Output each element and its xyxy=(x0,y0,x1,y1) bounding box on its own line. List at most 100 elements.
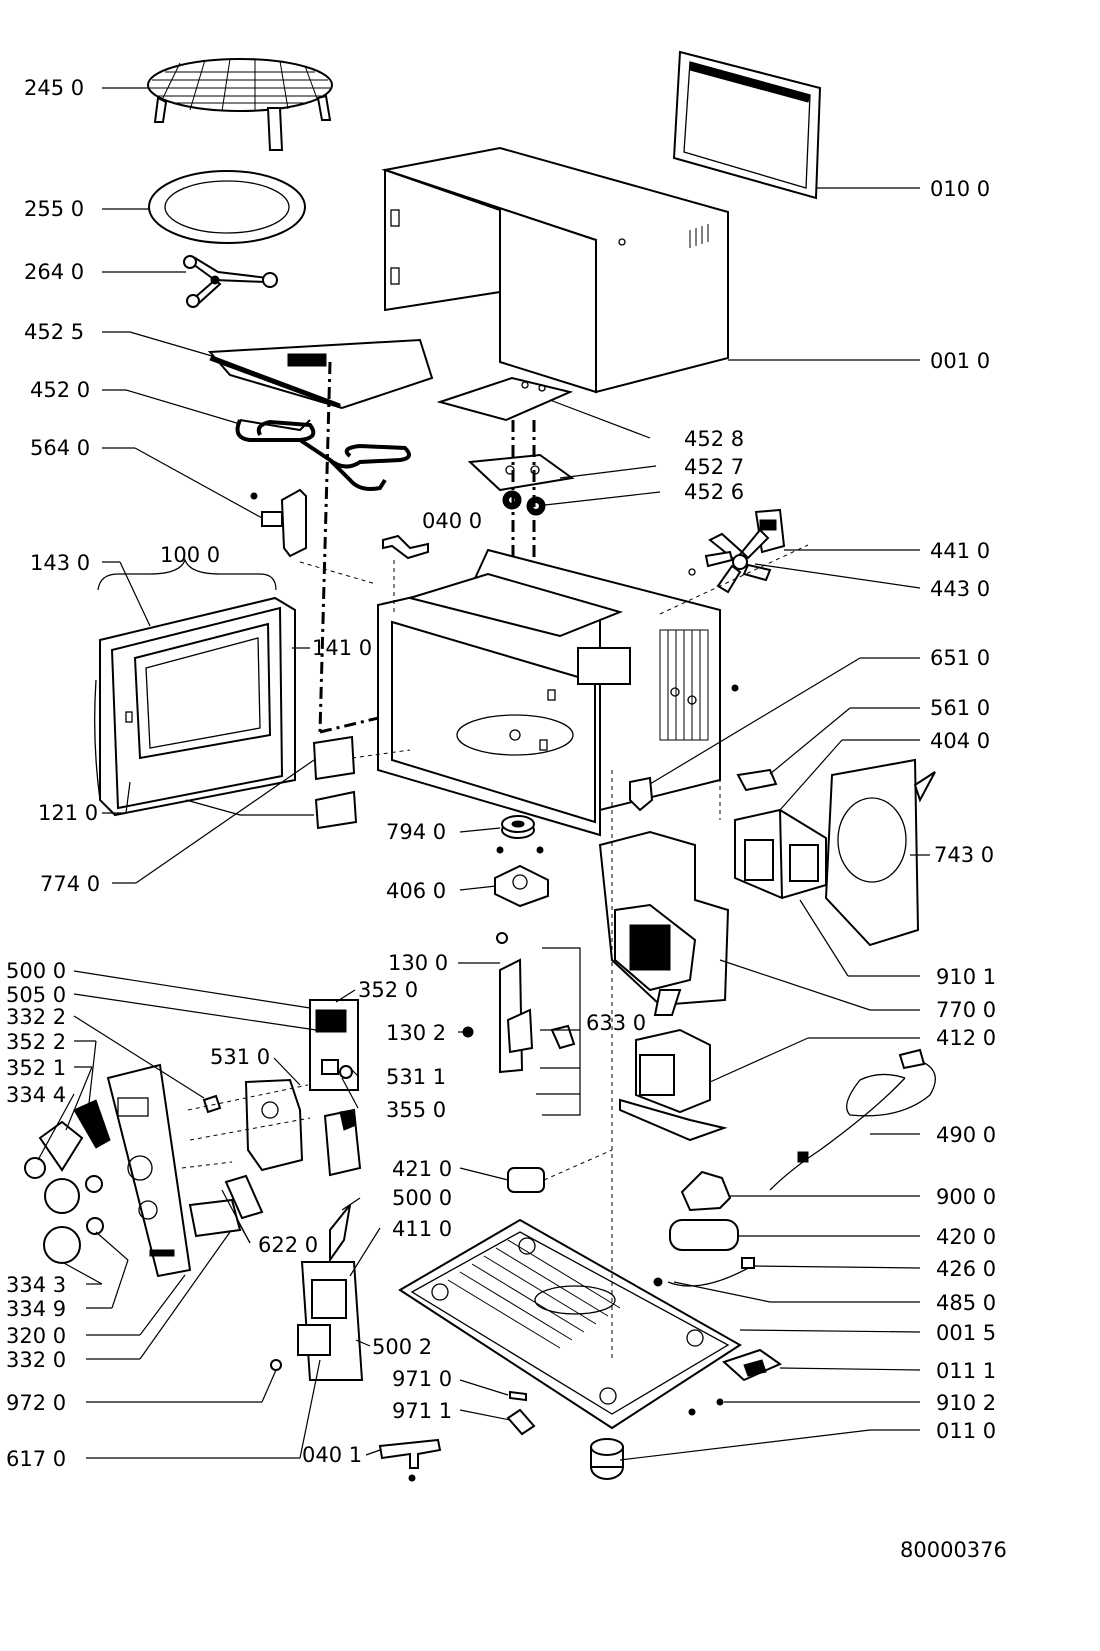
label-412-0: 412 0 xyxy=(936,1026,996,1050)
label-971-1: 971 1 xyxy=(392,1399,452,1423)
high-voltage-diode xyxy=(667,1257,755,1287)
magnetron xyxy=(734,808,827,900)
label-040-1: 040 1 xyxy=(302,1443,362,1467)
fan-blade xyxy=(688,528,772,594)
label-971-0: 971 0 xyxy=(392,1367,452,1391)
timer-module xyxy=(323,1108,362,1177)
label-774-0: 774 0 xyxy=(40,872,100,896)
label-490-0: 490 0 xyxy=(936,1123,996,1147)
oven-cavity xyxy=(377,548,739,837)
part-number-labels: 245 0 255 0 264 0 452 5 452 0 564 0 143 … xyxy=(6,76,1007,1562)
high-voltage-transformer xyxy=(619,1028,728,1142)
door-hook xyxy=(506,1408,536,1436)
label-500-0-b: 500 0 xyxy=(392,1186,452,1210)
label-100-0: 100 0 xyxy=(160,543,220,567)
label-411-0: 411 0 xyxy=(392,1217,452,1241)
base-screw-2 xyxy=(688,1408,696,1416)
timer-switch xyxy=(244,1078,304,1172)
base-plate xyxy=(398,1218,742,1430)
label-320-0: 320 0 xyxy=(6,1324,66,1348)
label-352-1: 352 1 xyxy=(6,1056,66,1080)
label-561-0: 561 0 xyxy=(930,696,990,720)
base-screw xyxy=(716,1398,724,1406)
label-910-2: 910 2 xyxy=(936,1391,996,1415)
label-633-0: 633 0 xyxy=(586,1011,646,1035)
component-bracket xyxy=(598,830,730,1016)
label-130-2: 130 2 xyxy=(386,1021,446,1045)
label-452-8: 452 8 xyxy=(684,427,744,451)
label-452-7: 452 7 xyxy=(684,455,744,479)
air-duct xyxy=(824,758,936,947)
magnetron-thermostat xyxy=(736,768,778,792)
suppression-capacitor xyxy=(507,1167,545,1193)
label-334-4: 334 4 xyxy=(6,1083,66,1107)
label-130-0: 130 0 xyxy=(388,951,448,975)
label-141-0: 141 0 xyxy=(312,636,372,660)
heater-bracket xyxy=(467,453,575,492)
timer-board xyxy=(309,999,359,1091)
label-121-0: 121 0 xyxy=(38,801,98,825)
label-010-0: 010 0 xyxy=(930,177,990,201)
label-334-3: 334 3 xyxy=(6,1273,66,1297)
rear-foot xyxy=(722,1348,783,1382)
front-foot xyxy=(590,1438,624,1480)
outer-cabinet xyxy=(381,146,729,394)
turntable-roller-support xyxy=(183,255,278,308)
dashed-assembly-lines xyxy=(181,544,809,1360)
label-452-5: 452 5 xyxy=(24,320,84,344)
label-651-0: 651 0 xyxy=(930,646,990,670)
switch-clip xyxy=(202,1094,222,1114)
door-assembly xyxy=(94,596,296,817)
label-794-0: 794 0 xyxy=(386,820,446,844)
control-board xyxy=(297,1261,364,1381)
grill-element-cover xyxy=(207,338,434,410)
control-panel xyxy=(106,1063,192,1278)
label-770-0: 770 0 xyxy=(936,998,996,1022)
label-564-0: 564 0 xyxy=(30,436,90,460)
label-505-0: 505 0 xyxy=(6,983,66,1007)
door-interlock-switches xyxy=(462,932,576,1074)
label-406-0: 406 0 xyxy=(386,879,446,903)
leader-lines xyxy=(37,87,930,1461)
label-011-1: 011 1 xyxy=(936,1359,996,1383)
label-420-0: 420 0 xyxy=(936,1225,996,1249)
base-bracket xyxy=(378,1438,442,1482)
label-332-0: 332 0 xyxy=(6,1348,66,1372)
door-switch-bracket xyxy=(382,534,429,560)
label-334-9: 334 9 xyxy=(6,1297,66,1321)
label-452-0: 452 0 xyxy=(30,378,90,402)
label-264-0: 264 0 xyxy=(24,260,84,284)
control-knobs xyxy=(24,1099,111,1264)
turntable-motor xyxy=(494,846,549,908)
label-143-0: 143 0 xyxy=(30,551,90,575)
grill-rack xyxy=(147,58,333,151)
label-001-0: 001 0 xyxy=(930,349,990,373)
label-531-1: 531 1 xyxy=(386,1065,446,1089)
label-421-0: 421 0 xyxy=(392,1157,452,1181)
label-426-0: 426 0 xyxy=(936,1257,996,1281)
label-485-0: 485 0 xyxy=(936,1291,996,1315)
label-404-0: 404 0 xyxy=(930,729,990,753)
oven-lamp xyxy=(629,776,654,812)
waveguide-cover xyxy=(436,376,574,422)
microswitch-set xyxy=(188,1174,264,1238)
label-255-0: 255 0 xyxy=(24,197,84,221)
heater-insulators xyxy=(502,490,546,516)
rear-panel xyxy=(672,50,822,200)
turntable-coupler xyxy=(501,815,535,839)
label-531-0: 531 0 xyxy=(210,1045,270,1069)
label-622-0: 622 0 xyxy=(258,1233,318,1257)
label-332-2: 332 2 xyxy=(6,1005,66,1029)
label-011-0: 011 0 xyxy=(936,1419,996,1443)
power-cord xyxy=(769,1048,936,1191)
door-hook-screw xyxy=(509,1390,527,1402)
label-443-0: 443 0 xyxy=(930,577,990,601)
label-900-0: 900 0 xyxy=(936,1185,996,1209)
label-355-0: 355 0 xyxy=(386,1098,446,1122)
capacitor-clamp xyxy=(680,1170,732,1212)
label-617-0: 617 0 xyxy=(6,1447,66,1471)
insertion-arrow xyxy=(329,1204,351,1264)
label-743-0: 743 0 xyxy=(934,843,994,867)
